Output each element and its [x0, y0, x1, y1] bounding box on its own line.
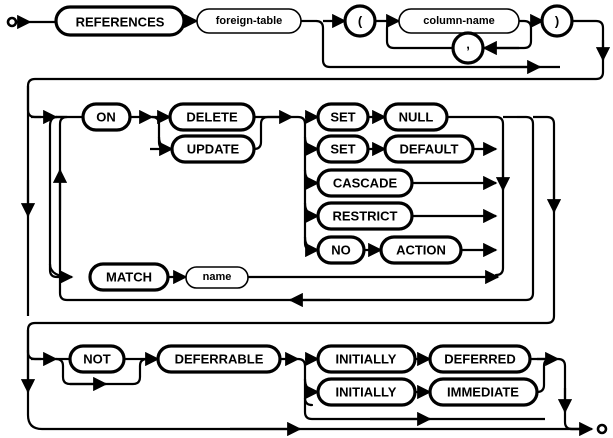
default-label: DEFAULT	[400, 142, 459, 157]
node-references[interactable]: REFERENCES	[54, 5, 186, 37]
node-immediate[interactable]: IMMEDIATE	[428, 377, 539, 407]
node-column-name[interactable]: column-name	[398, 8, 520, 34]
rail-band2-exit	[26, 115, 556, 415]
row-deferrable: NOT DEFERRABLE INITIALLY DEFERRED INITIA…	[26, 330, 608, 437]
comma-label: ,	[466, 37, 470, 52]
node-delete[interactable]: DELETE	[168, 102, 256, 132]
name-label: name	[203, 271, 232, 283]
row-references: REFERENCES foreign-table ( column-name	[6, 4, 611, 316]
deferred-label: DEFERRED	[444, 352, 516, 367]
node-restrict[interactable]: RESTRICT	[316, 201, 414, 231]
rail-row1-wrap-right	[572, 19, 605, 81]
rail-row1-to-row2	[26, 77, 575, 316]
rail-to-match	[48, 126, 70, 279]
node-default[interactable]: DEFAULT	[383, 134, 475, 164]
node-initially-immediate[interactable]: INITIALLY	[316, 377, 417, 407]
node-open-paren[interactable]: (	[343, 4, 377, 38]
rail-to-set-default	[303, 136, 320, 157]
rail-to-no-action	[303, 236, 320, 258]
rail-action-fanout-trunk	[292, 115, 314, 252]
end-marker	[596, 423, 608, 435]
no-label: NO	[331, 243, 351, 258]
rail-band2-loopback-right	[90, 115, 535, 302]
update-label: UPDATE	[187, 142, 240, 157]
rail-band3-bypass	[26, 414, 580, 431]
not-label: NOT	[83, 352, 111, 367]
node-deferred[interactable]: DEFERRED	[428, 344, 532, 374]
node-null[interactable]: NULL	[383, 102, 449, 132]
node-update[interactable]: UPDATE	[170, 134, 256, 164]
start-marker	[6, 16, 18, 28]
node-deferrable[interactable]: DEFERRABLE	[156, 344, 282, 374]
foreign-table-label: foreign-table	[216, 15, 283, 27]
rail-immediate-merge	[536, 357, 552, 394]
node-cascade[interactable]: CASCADE	[316, 168, 414, 198]
rail-band3-entry	[26, 330, 41, 361]
close-paren-label: )	[555, 14, 559, 29]
rail-to-match-arrow	[48, 263, 74, 285]
references-label: REFERENCES	[76, 15, 165, 30]
row-referential-actions: ON DELETE UPDATE SET	[20, 86, 562, 415]
rail-comma-loop-right	[484, 19, 533, 50]
rail-to-update	[157, 136, 174, 157]
initially-deferred-initially-label: INITIALLY	[336, 352, 397, 367]
initially-immediate-initially-label: INITIALLY	[336, 385, 397, 400]
rail-comma-loop-left	[385, 19, 452, 50]
rail-band2-entry	[26, 86, 41, 119]
delete-label: DELETE	[186, 110, 238, 125]
rail-to-cascade	[303, 169, 320, 191]
node-set-default[interactable]: SET	[316, 134, 370, 164]
node-comma[interactable]: ,	[451, 31, 485, 65]
rail-to-restrict	[303, 202, 320, 224]
node-action[interactable]: ACTION	[379, 235, 463, 265]
deferrable-label: DEFERRABLE	[175, 352, 264, 367]
rail-initially-bypass	[303, 398, 545, 421]
rail-to-initially-immediate	[303, 378, 320, 400]
comma-box	[451, 31, 485, 65]
on-label: ON	[96, 110, 116, 125]
immediate-label: IMMEDIATE	[447, 385, 519, 400]
open-paren-label: (	[358, 14, 363, 29]
restrict-label: RESTRICT	[333, 209, 398, 224]
action-label: ACTION	[396, 243, 446, 258]
null-label: NULL	[399, 110, 434, 125]
match-label: MATCH	[106, 270, 152, 285]
column-name-label: column-name	[423, 15, 495, 27]
rail-update-merge	[253, 115, 269, 151]
set-default-set-label: SET	[330, 142, 355, 157]
node-foreign-table[interactable]: foreign-table	[196, 8, 302, 34]
node-on[interactable]: ON	[81, 102, 132, 132]
node-name[interactable]: name	[185, 266, 249, 289]
node-no[interactable]: NO	[316, 235, 366, 265]
rail-paren-bypass	[315, 19, 560, 69]
node-match[interactable]: MATCH	[88, 262, 170, 292]
set-null-set-label: SET	[330, 110, 355, 125]
cascade-label: CASCADE	[333, 176, 398, 191]
node-initially-deferred[interactable]: INITIALLY	[316, 344, 417, 374]
rail-match-split	[48, 115, 58, 127]
rail-band3-to-end	[557, 357, 590, 431]
node-not[interactable]: NOT	[68, 344, 126, 374]
rail-event-split-down	[150, 115, 168, 151]
node-close-paren[interactable]: )	[540, 4, 574, 38]
node-set-null[interactable]: SET	[316, 102, 370, 132]
